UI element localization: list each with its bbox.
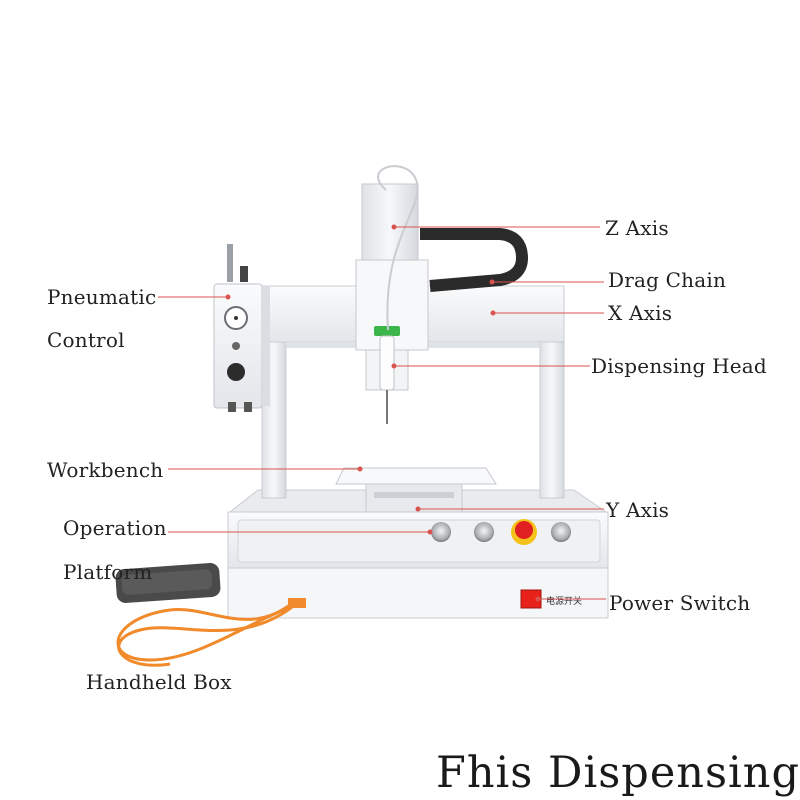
label-drag-chain: Drag Chain xyxy=(608,268,727,292)
workbench-table xyxy=(335,467,497,513)
pneumatic-control-unit xyxy=(213,244,270,412)
brand-text: Fhis Dispensing xyxy=(436,748,800,798)
label-pneumatic: Pneumatic xyxy=(47,285,157,309)
operation-button-1 xyxy=(431,522,451,542)
label-workbench: Workbench xyxy=(47,458,164,482)
z-axis-assembly xyxy=(355,165,429,424)
leader-lines xyxy=(158,224,606,602)
emergency-stop-button xyxy=(515,521,533,539)
label-platform: Platform xyxy=(63,560,153,584)
label-operation: Operation xyxy=(63,516,167,540)
operation-button-3 xyxy=(551,522,571,542)
base-cabinet xyxy=(227,489,609,619)
label-y-axis: Y Axis xyxy=(606,498,670,522)
drag-chain xyxy=(420,228,528,292)
label-x-axis: X Axis xyxy=(608,301,673,325)
label-handheld-box: Handheld Box xyxy=(86,670,232,694)
power-switch: 电源开关 xyxy=(520,589,582,609)
operation-buttons xyxy=(431,519,571,545)
operation-button-2 xyxy=(474,522,494,542)
label-power-switch: Power Switch xyxy=(609,591,751,615)
label-dispensing-head: Dispensing Head xyxy=(591,354,767,378)
handheld-pendant xyxy=(115,563,306,667)
label-z-axis: Z Axis xyxy=(605,216,669,240)
power-switch-caption: 电源开关 xyxy=(546,595,582,607)
label-control: Control xyxy=(47,328,125,352)
